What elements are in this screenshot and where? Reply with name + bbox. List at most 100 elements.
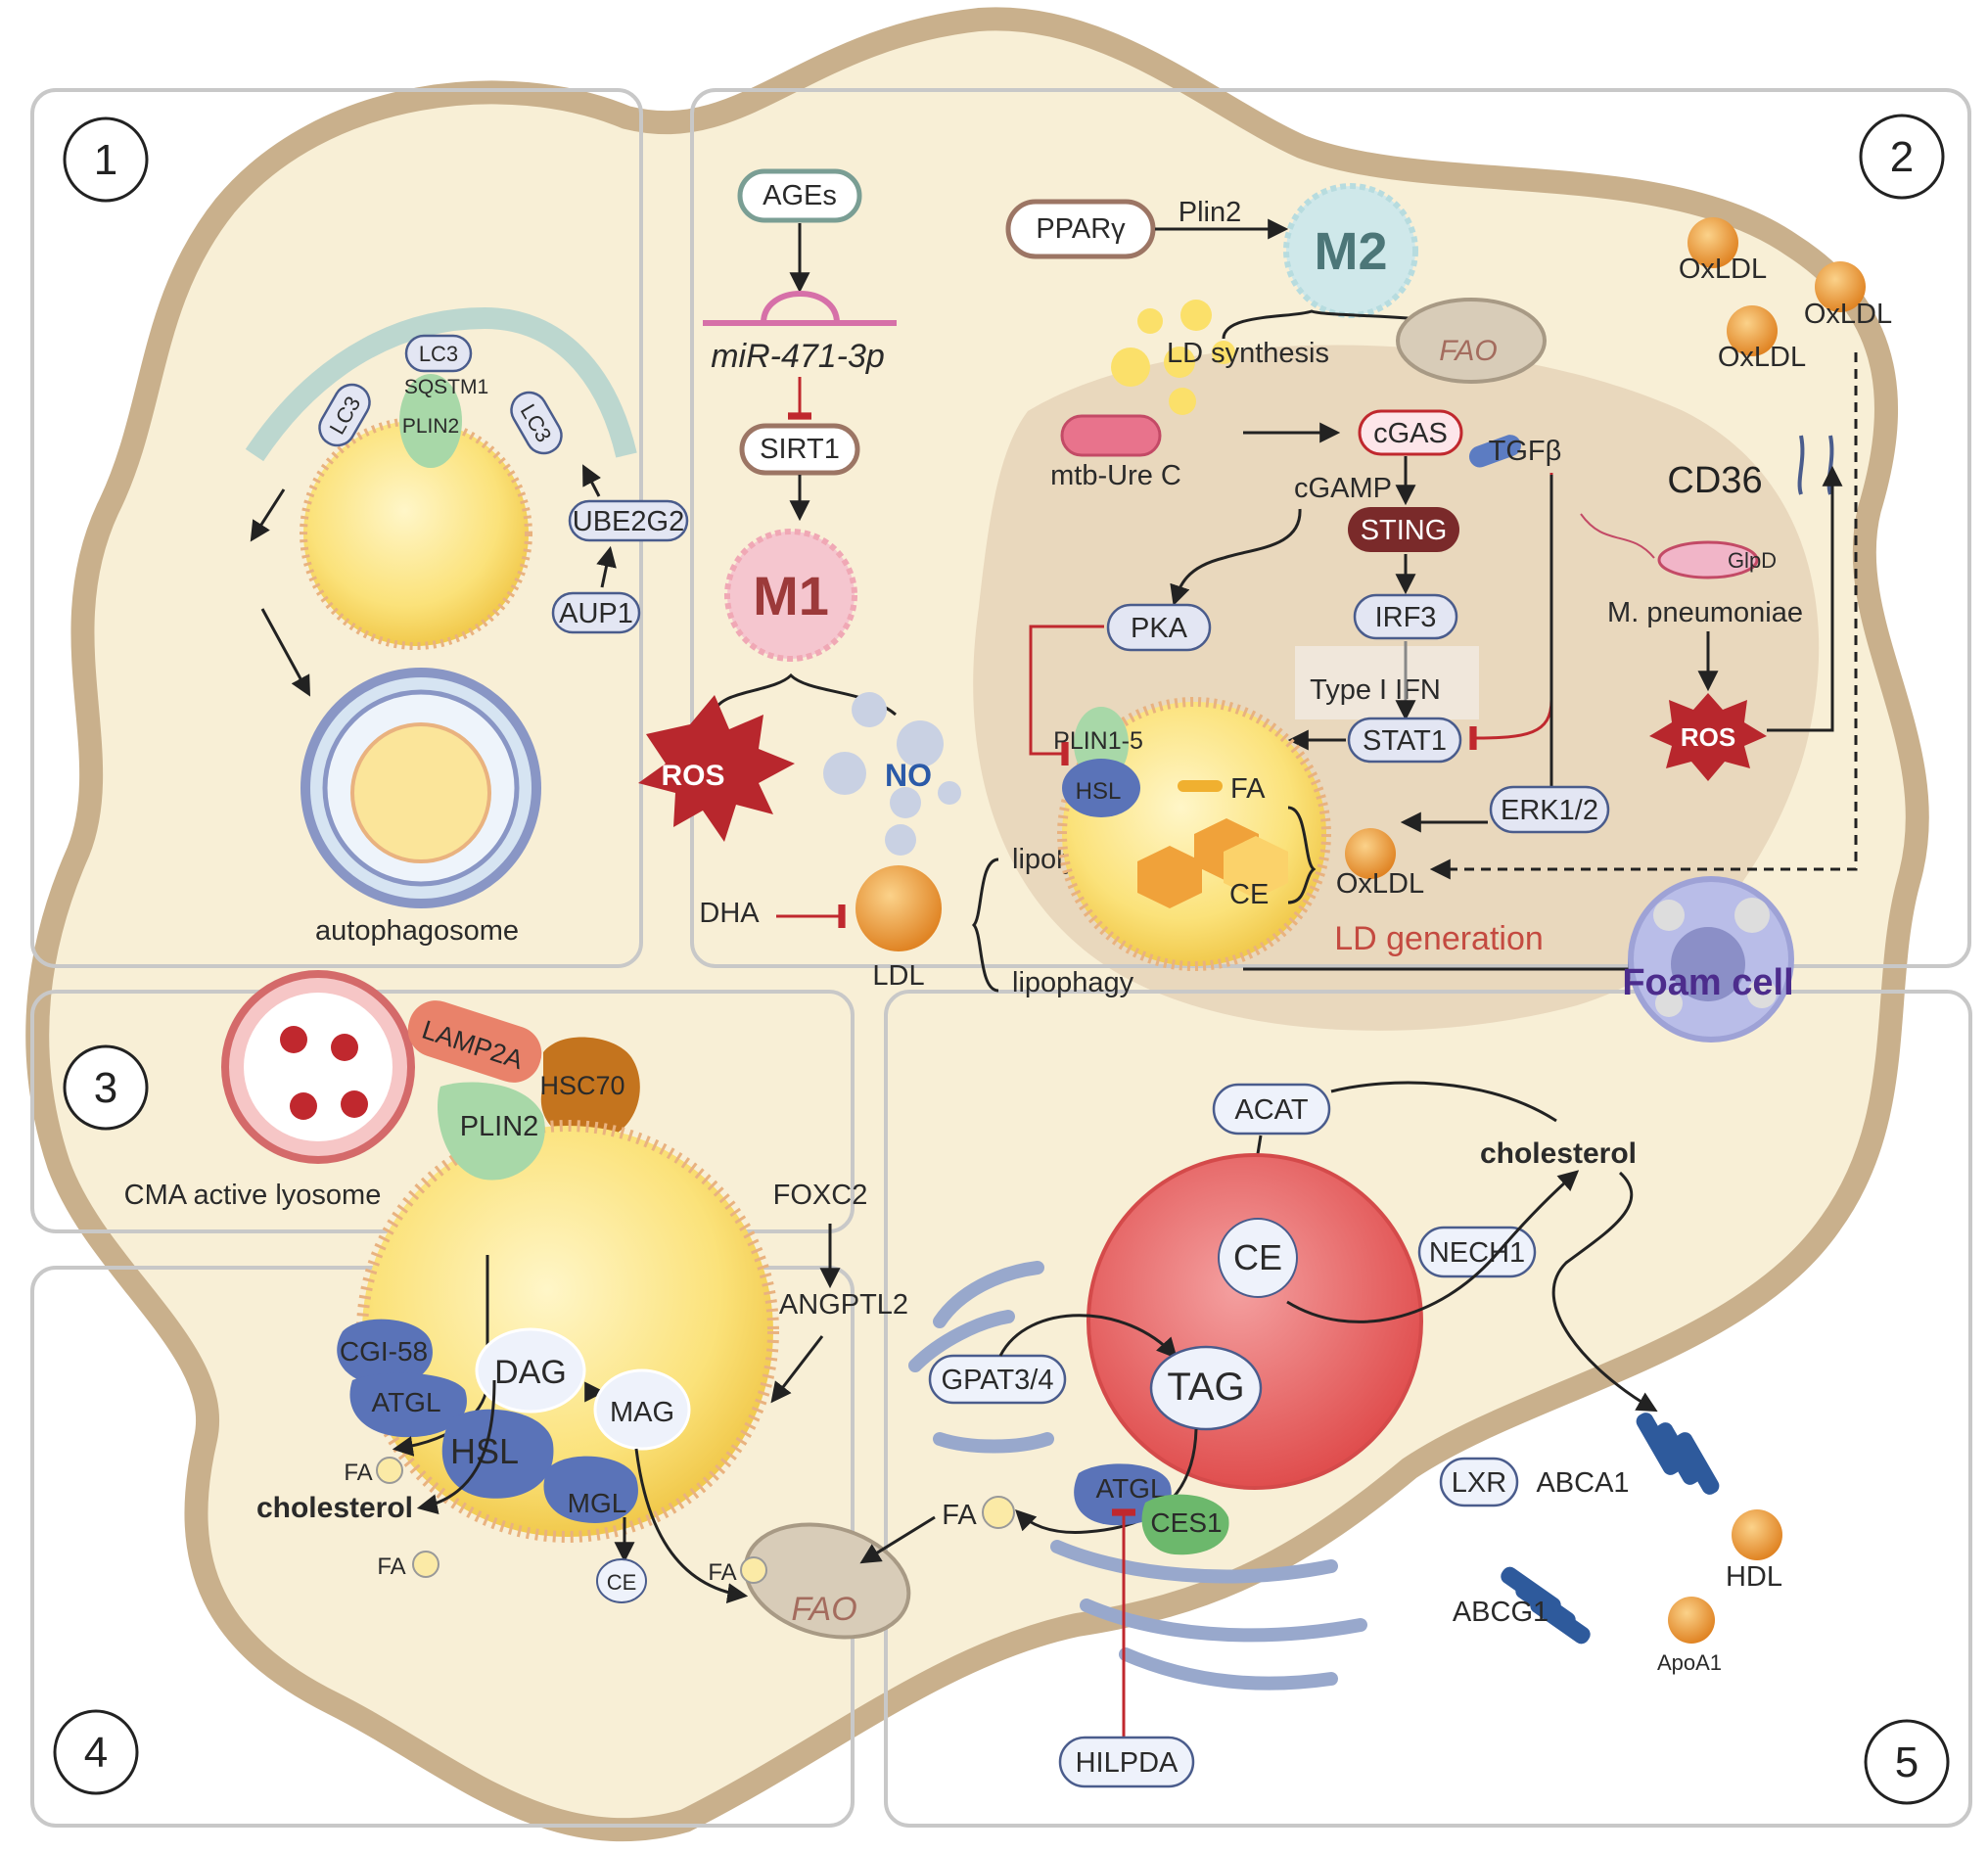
atgl-protein-icon-p4 — [349, 1372, 467, 1438]
fa-droplet-2 — [412, 1551, 439, 1578]
fa-droplet-3 — [740, 1556, 767, 1584]
apoa1-particle — [1668, 1597, 1715, 1644]
svg-text:MAG: MAG — [610, 1397, 674, 1428]
ce-label-p2: CE — [1229, 879, 1269, 910]
mag-bubble: MAG — [593, 1368, 691, 1451]
mgl-protein-icon — [543, 1456, 638, 1523]
sirt1-pill: SIRT1 — [739, 423, 860, 476]
irf3-pill: IRF3 — [1353, 593, 1458, 640]
autophagosome-label: autophagosome — [315, 915, 519, 947]
svg-text:Foam cell: Foam cell — [1622, 962, 1793, 1003]
ube2g2-pill: UBE2G2 — [568, 499, 689, 542]
plin2-label-p1: PLIN2 — [402, 415, 459, 438]
panel-number-5: 5 — [1864, 1719, 1950, 1805]
ld-synthesis-label: LD synthesis — [1167, 338, 1329, 369]
endoplasmic-reticulum-icon — [908, 1261, 1367, 1691]
stat1-pill: STAT1 — [1347, 717, 1462, 764]
nech1-pill: NECH1 — [1417, 1226, 1537, 1278]
svg-text:3: 3 — [94, 1064, 117, 1112]
cma-lysosome-icon — [221, 970, 415, 1164]
atgl-label-p5: ATGL — [1095, 1473, 1165, 1504]
lc3-right-pill: LC3 — [510, 391, 563, 455]
panel-number-1: 1 — [63, 116, 149, 203]
bacterium-mtb-icon — [1060, 414, 1162, 457]
abcg1-transporter-icon — [1501, 1566, 1591, 1645]
hsc70-protein-icon: HSC70 — [539, 1037, 640, 1141]
ce-bubble-p5: CE — [1218, 1218, 1298, 1298]
autophagosome-icon — [301, 668, 541, 908]
panel-5-frame — [884, 990, 1972, 1828]
cgi58-label: CGI-58 — [340, 1336, 428, 1367]
no-bubbles-icon: NO — [823, 692, 961, 856]
fa-label-p4-3: FA — [708, 1559, 736, 1586]
ppar-gamma-pill: PPARγ — [1005, 199, 1156, 259]
lipid-droplets-cluster — [1111, 300, 1235, 415]
m-pneumoniae-label: M. pneumoniae — [1607, 597, 1803, 628]
oxldl-particle-b: OxLDL — [1804, 261, 1892, 330]
lipid-droplet-panel1 — [300, 374, 532, 650]
glpd-label: GlpD — [1728, 548, 1777, 573]
plin2-label-p3: PLIN2 — [460, 1111, 539, 1142]
svg-text:PPARγ: PPARγ — [1036, 213, 1126, 245]
svg-text:FAO: FAO — [1439, 335, 1497, 367]
ages-pill: AGEs — [737, 168, 862, 223]
cholesterol-label-p5: cholesterol — [1480, 1137, 1637, 1170]
mgl-label: MGL — [568, 1488, 627, 1518]
tag-bubble: TAG — [1149, 1345, 1263, 1431]
dag-bubble: DAG — [475, 1327, 586, 1414]
pka-pill: PKA — [1106, 603, 1212, 652]
hdl-particle — [1732, 1509, 1782, 1560]
cholesterol-label-p4: cholesterol — [256, 1492, 413, 1524]
m2-macrophage-icon: M2 — [1283, 183, 1418, 318]
panel-number-2: 2 — [1859, 114, 1945, 200]
svg-text:AUP1: AUP1 — [559, 598, 633, 629]
svg-text:HSC70: HSC70 — [539, 1071, 624, 1100]
hdl-label: HDL — [1726, 1561, 1782, 1593]
foam-cell-icon: Foam cell — [1622, 876, 1794, 1043]
angptl2-label: ANGPTL2 — [779, 1289, 908, 1321]
oxldl-inner-label: OxLDL — [1336, 868, 1424, 900]
svg-text:ROS: ROS — [661, 760, 724, 792]
tgf-beta-icon — [1468, 435, 1521, 468]
fa-label-p2: FA — [1230, 773, 1266, 805]
phagophore-membrane — [245, 306, 637, 462]
svg-text:1: 1 — [94, 136, 117, 184]
svg-text:M2: M2 — [1314, 222, 1387, 281]
type1-ifn-label: Type I IFN — [1310, 674, 1441, 706]
svg-text:TAG: TAG — [1167, 1366, 1244, 1409]
atgl-label-p4: ATGL — [371, 1387, 440, 1417]
svg-text:STING: STING — [1361, 515, 1448, 546]
ld-generation-label: LD generation — [1334, 920, 1544, 957]
cma-lysosome-label: CMA active lyosome — [124, 1180, 382, 1211]
oxldl-particle-inner — [1345, 828, 1396, 879]
ros-burst-p2: ROS — [1649, 693, 1767, 781]
m1-macrophage-icon: M1 — [724, 529, 857, 662]
mirna-icon — [703, 291, 897, 326]
sqstm1-label: SQSTM1 — [404, 376, 488, 398]
lipophagy-label: lipophagy — [1012, 967, 1134, 998]
svg-text:LC3: LC3 — [419, 342, 458, 366]
svg-text:NO: NO — [885, 758, 932, 793]
svg-text:ACAT: ACAT — [1234, 1094, 1308, 1126]
lipid-droplet-p2 — [1057, 697, 1331, 971]
svg-text:NECH1: NECH1 — [1429, 1237, 1525, 1269]
tgfb-label: TGFβ — [1489, 436, 1562, 467]
svg-text:CE: CE — [607, 1570, 637, 1595]
abca1-transporter-icon — [1636, 1413, 1720, 1495]
svg-text:AGEs: AGEs — [763, 180, 837, 211]
svg-text:OxLDL: OxLDL — [1679, 254, 1767, 285]
svg-text:FAO: FAO — [791, 1591, 856, 1628]
cgi58-protein-icon — [337, 1319, 433, 1386]
hsl-label-p2: HSL — [1076, 778, 1122, 805]
ces1-label: CES1 — [1150, 1507, 1222, 1538]
foxc2-label: FOXC2 — [773, 1180, 868, 1211]
oxldl-particle-a: OxLDL — [1679, 217, 1767, 285]
svg-text:2: 2 — [1890, 133, 1914, 181]
svg-text:SIRT1: SIRT1 — [760, 434, 840, 465]
mir-label: miR-471-3p — [711, 338, 885, 375]
fa-droplet-1 — [376, 1457, 403, 1484]
svg-text:UBE2G2: UBE2G2 — [573, 506, 684, 537]
fa-droplet-p5 — [982, 1496, 1015, 1529]
svg-text:ERK1/2: ERK1/2 — [1501, 795, 1598, 826]
